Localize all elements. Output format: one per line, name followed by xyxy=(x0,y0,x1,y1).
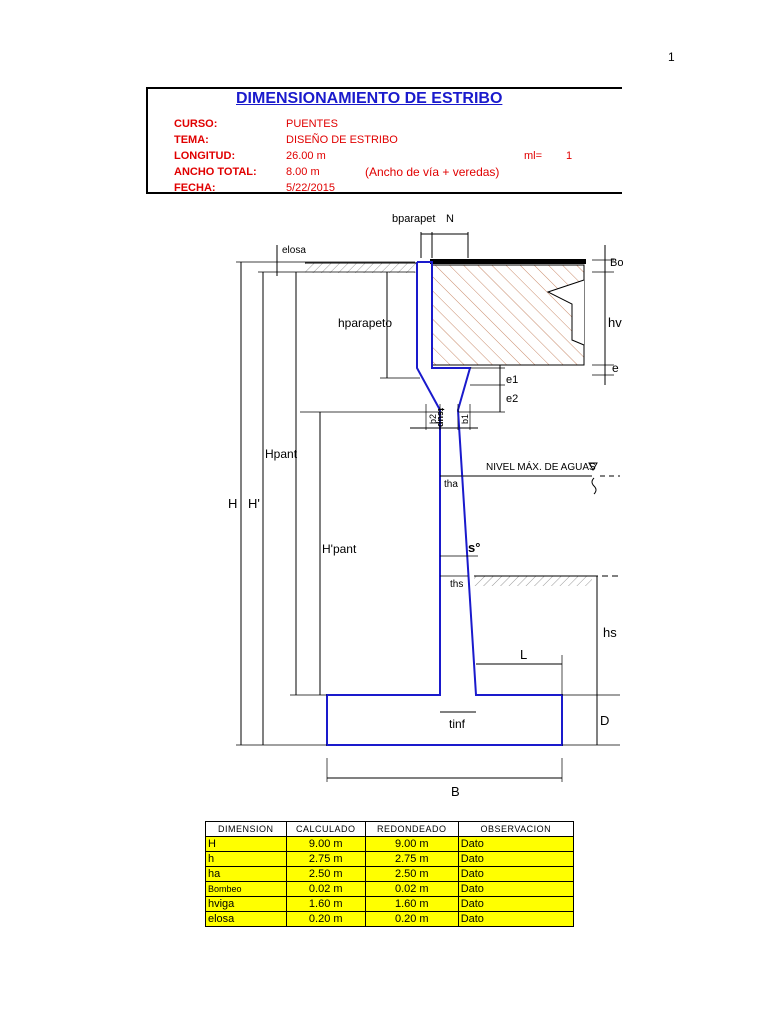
label-hpant: Hpant xyxy=(265,447,298,461)
header-box: DIMENSIONAMIENTO DE ESTRIBO CURSO: PUENT… xyxy=(146,87,622,194)
cell-calc: 0.20 m xyxy=(285,911,366,927)
label-tha: tha xyxy=(444,479,458,490)
label-bparapet: bparapet xyxy=(392,213,435,225)
label-e: e xyxy=(612,361,619,375)
cell-obs: Dato xyxy=(457,851,575,867)
ancho-label: ANCHO TOTAL: xyxy=(174,166,257,178)
soil-mid xyxy=(474,576,592,586)
ml-label: ml= xyxy=(524,150,543,162)
cell-obs: Dato xyxy=(457,881,575,897)
deck-slab xyxy=(430,259,586,264)
label-e2: e2 xyxy=(506,393,518,405)
abutment-drawing: bparapet N elosa Bo hparapeto hv e e1 e2… xyxy=(228,213,623,799)
label-b1: b1 xyxy=(460,414,470,424)
longitud-value: 26.00 m xyxy=(286,150,326,162)
fecha-value: 5/22/2015 xyxy=(286,182,335,194)
cell-round: 2.75 m xyxy=(364,851,459,867)
cell-calc: 9.00 m xyxy=(285,836,366,852)
ancho-value: 8.00 m xyxy=(286,166,320,178)
cell-round: 1.60 m xyxy=(364,896,459,912)
label-d: D xyxy=(600,713,609,728)
ancho-note: (Ancho de vía + veredas) xyxy=(365,165,500,179)
longitud-label: LONGITUD: xyxy=(174,150,236,162)
label-ths: ths xyxy=(450,579,463,590)
label-b2: b2 xyxy=(428,414,438,424)
label-elosa: elosa xyxy=(282,245,306,256)
col-observacion: OBSERVACION xyxy=(457,821,575,837)
label-h: H xyxy=(228,496,237,511)
table-header-row: DIMENSION CALCULADO REDONDEADO OBSERVACI… xyxy=(205,821,575,837)
cell-calc: 2.75 m xyxy=(285,851,366,867)
dimensions-table: DIMENSION CALCULADO REDONDEADO OBSERVACI… xyxy=(205,821,575,927)
cell-obs: Dato xyxy=(457,911,575,927)
curso-value: PUENTES xyxy=(286,118,338,130)
label-hprime: H' xyxy=(248,496,260,511)
label-nivel: NIVEL MÁX. DE AGUAS xyxy=(486,460,596,473)
tema-label: TEMA: xyxy=(174,134,209,146)
label-hprime-pant: H'pant xyxy=(322,542,357,556)
cell-calc: 2.50 m xyxy=(285,866,366,882)
label-bo: Bo xyxy=(610,257,623,269)
abutment-outline xyxy=(326,261,563,746)
fecha-label: FECHA: xyxy=(174,182,216,194)
cell-calc: 1.60 m xyxy=(285,896,366,912)
cell-calc: 0.02 m xyxy=(285,881,366,897)
label-n: N xyxy=(446,213,454,225)
col-calculado: CALCULADO xyxy=(285,821,366,837)
cell-dim: hviga xyxy=(205,896,287,912)
cell-dim: elosa xyxy=(205,911,287,927)
label-e1: e1 xyxy=(506,374,518,386)
cell-dim: ha xyxy=(205,866,287,882)
cell-dim: H xyxy=(205,836,287,852)
cell-obs: Dato xyxy=(457,866,575,882)
cell-obs: Dato xyxy=(457,896,575,912)
beam-section xyxy=(431,264,585,366)
tema-value: DISEÑO DE ESTRIBO xyxy=(286,134,398,146)
label-tinf: tinf xyxy=(449,717,466,731)
curso-label: CURSO: xyxy=(174,118,218,130)
label-l: L xyxy=(520,647,527,662)
cell-obs: Dato xyxy=(457,836,575,852)
page-number: 1 xyxy=(668,50,675,64)
cell-round: 0.02 m xyxy=(364,881,459,897)
label-tsup: tsup xyxy=(436,408,446,428)
label-hv: hv xyxy=(608,315,622,330)
label-s-deg: s° xyxy=(468,540,480,555)
col-dimension: DIMENSION xyxy=(205,821,287,837)
label-b: B xyxy=(451,784,460,799)
cell-dim: Bombeo xyxy=(205,881,287,897)
cell-round: 2.50 m xyxy=(364,866,459,882)
page-title: DIMENSIONAMIENTO DE ESTRIBO xyxy=(236,90,503,107)
cell-round: 9.00 m xyxy=(364,836,459,852)
ml-value: 1 xyxy=(566,150,573,162)
label-hparapeto: hparapeto xyxy=(338,316,392,330)
cell-dim: h xyxy=(205,851,287,867)
soil-top xyxy=(305,263,417,273)
label-hs: hs xyxy=(603,625,617,640)
col-redondeado: REDONDEADO xyxy=(364,821,459,837)
cell-round: 0.20 m xyxy=(364,911,459,927)
